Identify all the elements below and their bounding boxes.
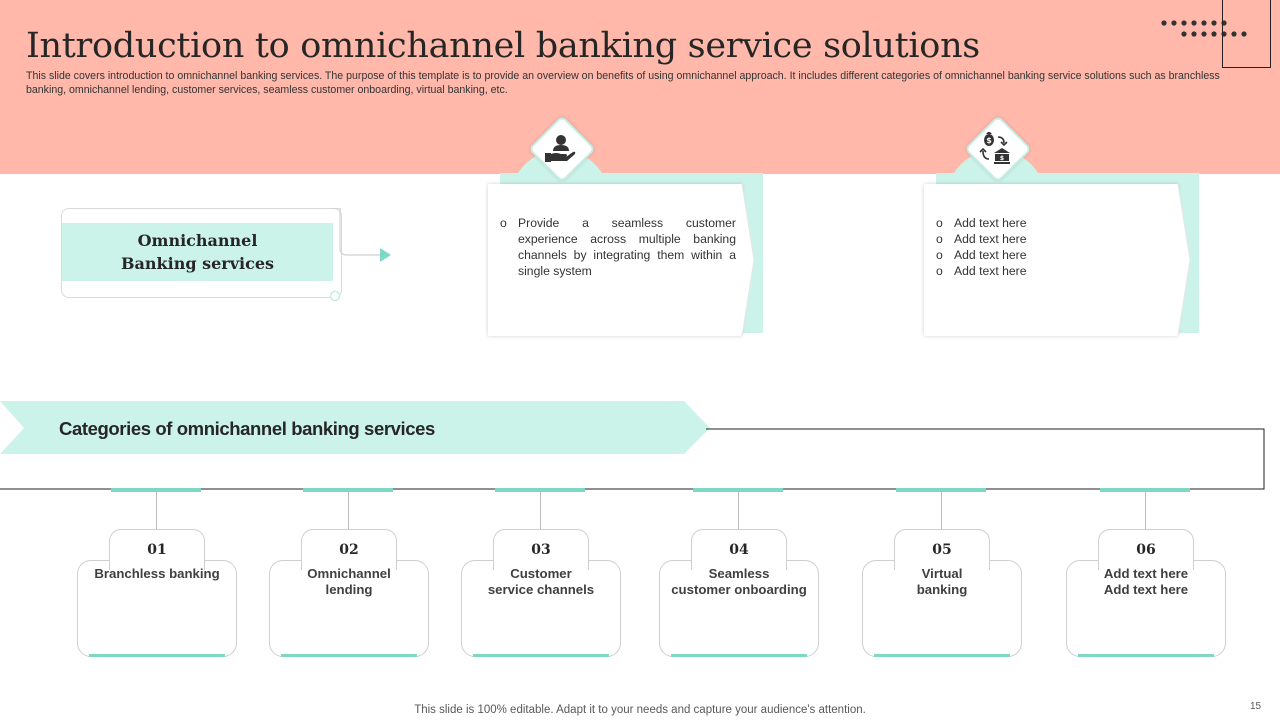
card-benefits: o Provide a seamless customer experience… bbox=[488, 184, 742, 336]
category-label-line1: Customer bbox=[510, 566, 572, 581]
category-label: Branchless banking bbox=[77, 566, 237, 582]
category-stem bbox=[1145, 492, 1146, 530]
bullet-icon: o bbox=[936, 248, 943, 262]
category-number: 04 bbox=[691, 529, 787, 570]
omnichannel-line2: Banking services bbox=[121, 254, 274, 273]
category-body bbox=[461, 560, 621, 657]
category-label-line1: Seamless bbox=[708, 566, 770, 581]
card1-notch bbox=[740, 184, 755, 336]
page-number: 15 bbox=[1250, 701, 1262, 712]
category-label-line1: Omnichannel bbox=[307, 566, 391, 581]
categories-frame-line bbox=[0, 428, 1265, 490]
category-underline bbox=[874, 654, 1010, 657]
slide-subtitle: This slide covers introduction to omnich… bbox=[26, 70, 1220, 96]
hand-holding-person-icon bbox=[545, 135, 576, 162]
card1-item: o Provide a seamless customer experience… bbox=[500, 216, 736, 278]
card1-list: o Provide a seamless customer experience… bbox=[500, 215, 736, 279]
category-stem bbox=[540, 492, 541, 530]
svg-text:$: $ bbox=[986, 136, 992, 145]
category-number: 02 bbox=[301, 529, 397, 570]
category-topbar bbox=[693, 488, 783, 492]
category-topbar bbox=[1100, 488, 1190, 492]
category-topbar bbox=[896, 488, 986, 492]
category-stem bbox=[156, 492, 157, 530]
categories-heading: Categories of omnichannel banking servic… bbox=[59, 418, 435, 439]
bullet-icon: o bbox=[936, 232, 943, 246]
category-label-line1: Branchless banking bbox=[94, 566, 220, 581]
category-underline bbox=[671, 654, 807, 657]
category-body bbox=[659, 560, 819, 657]
categories-banner bbox=[0, 401, 710, 454]
decorative-corner-frame bbox=[1222, 0, 1271, 68]
card2-notch bbox=[1176, 184, 1191, 336]
category-underline bbox=[281, 654, 417, 657]
footer-note: This slide is 100% editable. Adapt it to… bbox=[414, 704, 866, 716]
category-number: 05 bbox=[894, 529, 990, 570]
connector-arrow-icon bbox=[330, 208, 391, 302]
category-label-line1: Add text here bbox=[1103, 566, 1189, 581]
category-body bbox=[269, 560, 429, 657]
bullet-icon: o bbox=[936, 264, 943, 278]
category-topbar bbox=[495, 488, 585, 492]
category-number: 01 bbox=[109, 529, 205, 570]
category-label-line2: Add text here bbox=[1103, 582, 1189, 597]
category-label-line1: Virtual bbox=[921, 566, 963, 581]
category-label-line2: service channels bbox=[487, 582, 595, 597]
category-label-line2: banking bbox=[916, 582, 968, 597]
bullet-icon: o bbox=[500, 216, 507, 230]
svg-text:$: $ bbox=[1000, 155, 1004, 162]
category-underline bbox=[1078, 654, 1214, 657]
category-topbar bbox=[111, 488, 201, 492]
category-topbar bbox=[303, 488, 393, 492]
bullet-icon: o bbox=[936, 216, 943, 230]
category-number: 03 bbox=[493, 529, 589, 570]
money-exchange-bank-icon: $ $ bbox=[979, 132, 1010, 164]
slide-title: Introduction to omnichannel banking serv… bbox=[26, 26, 980, 66]
category-number: 06 bbox=[1098, 529, 1194, 570]
header-band bbox=[0, 0, 1280, 174]
category-label-line2: customer onboarding bbox=[671, 582, 807, 597]
category-stem bbox=[348, 492, 349, 530]
omnichannel-line1: Omnichannel bbox=[137, 231, 258, 250]
category-stem bbox=[941, 492, 942, 530]
omnichannel-banking-box: Omnichannel Banking services bbox=[62, 223, 333, 281]
category-stem bbox=[738, 492, 739, 530]
category-underline bbox=[89, 654, 225, 657]
category-underline bbox=[473, 654, 609, 657]
category-label-line2: lending bbox=[325, 582, 373, 597]
